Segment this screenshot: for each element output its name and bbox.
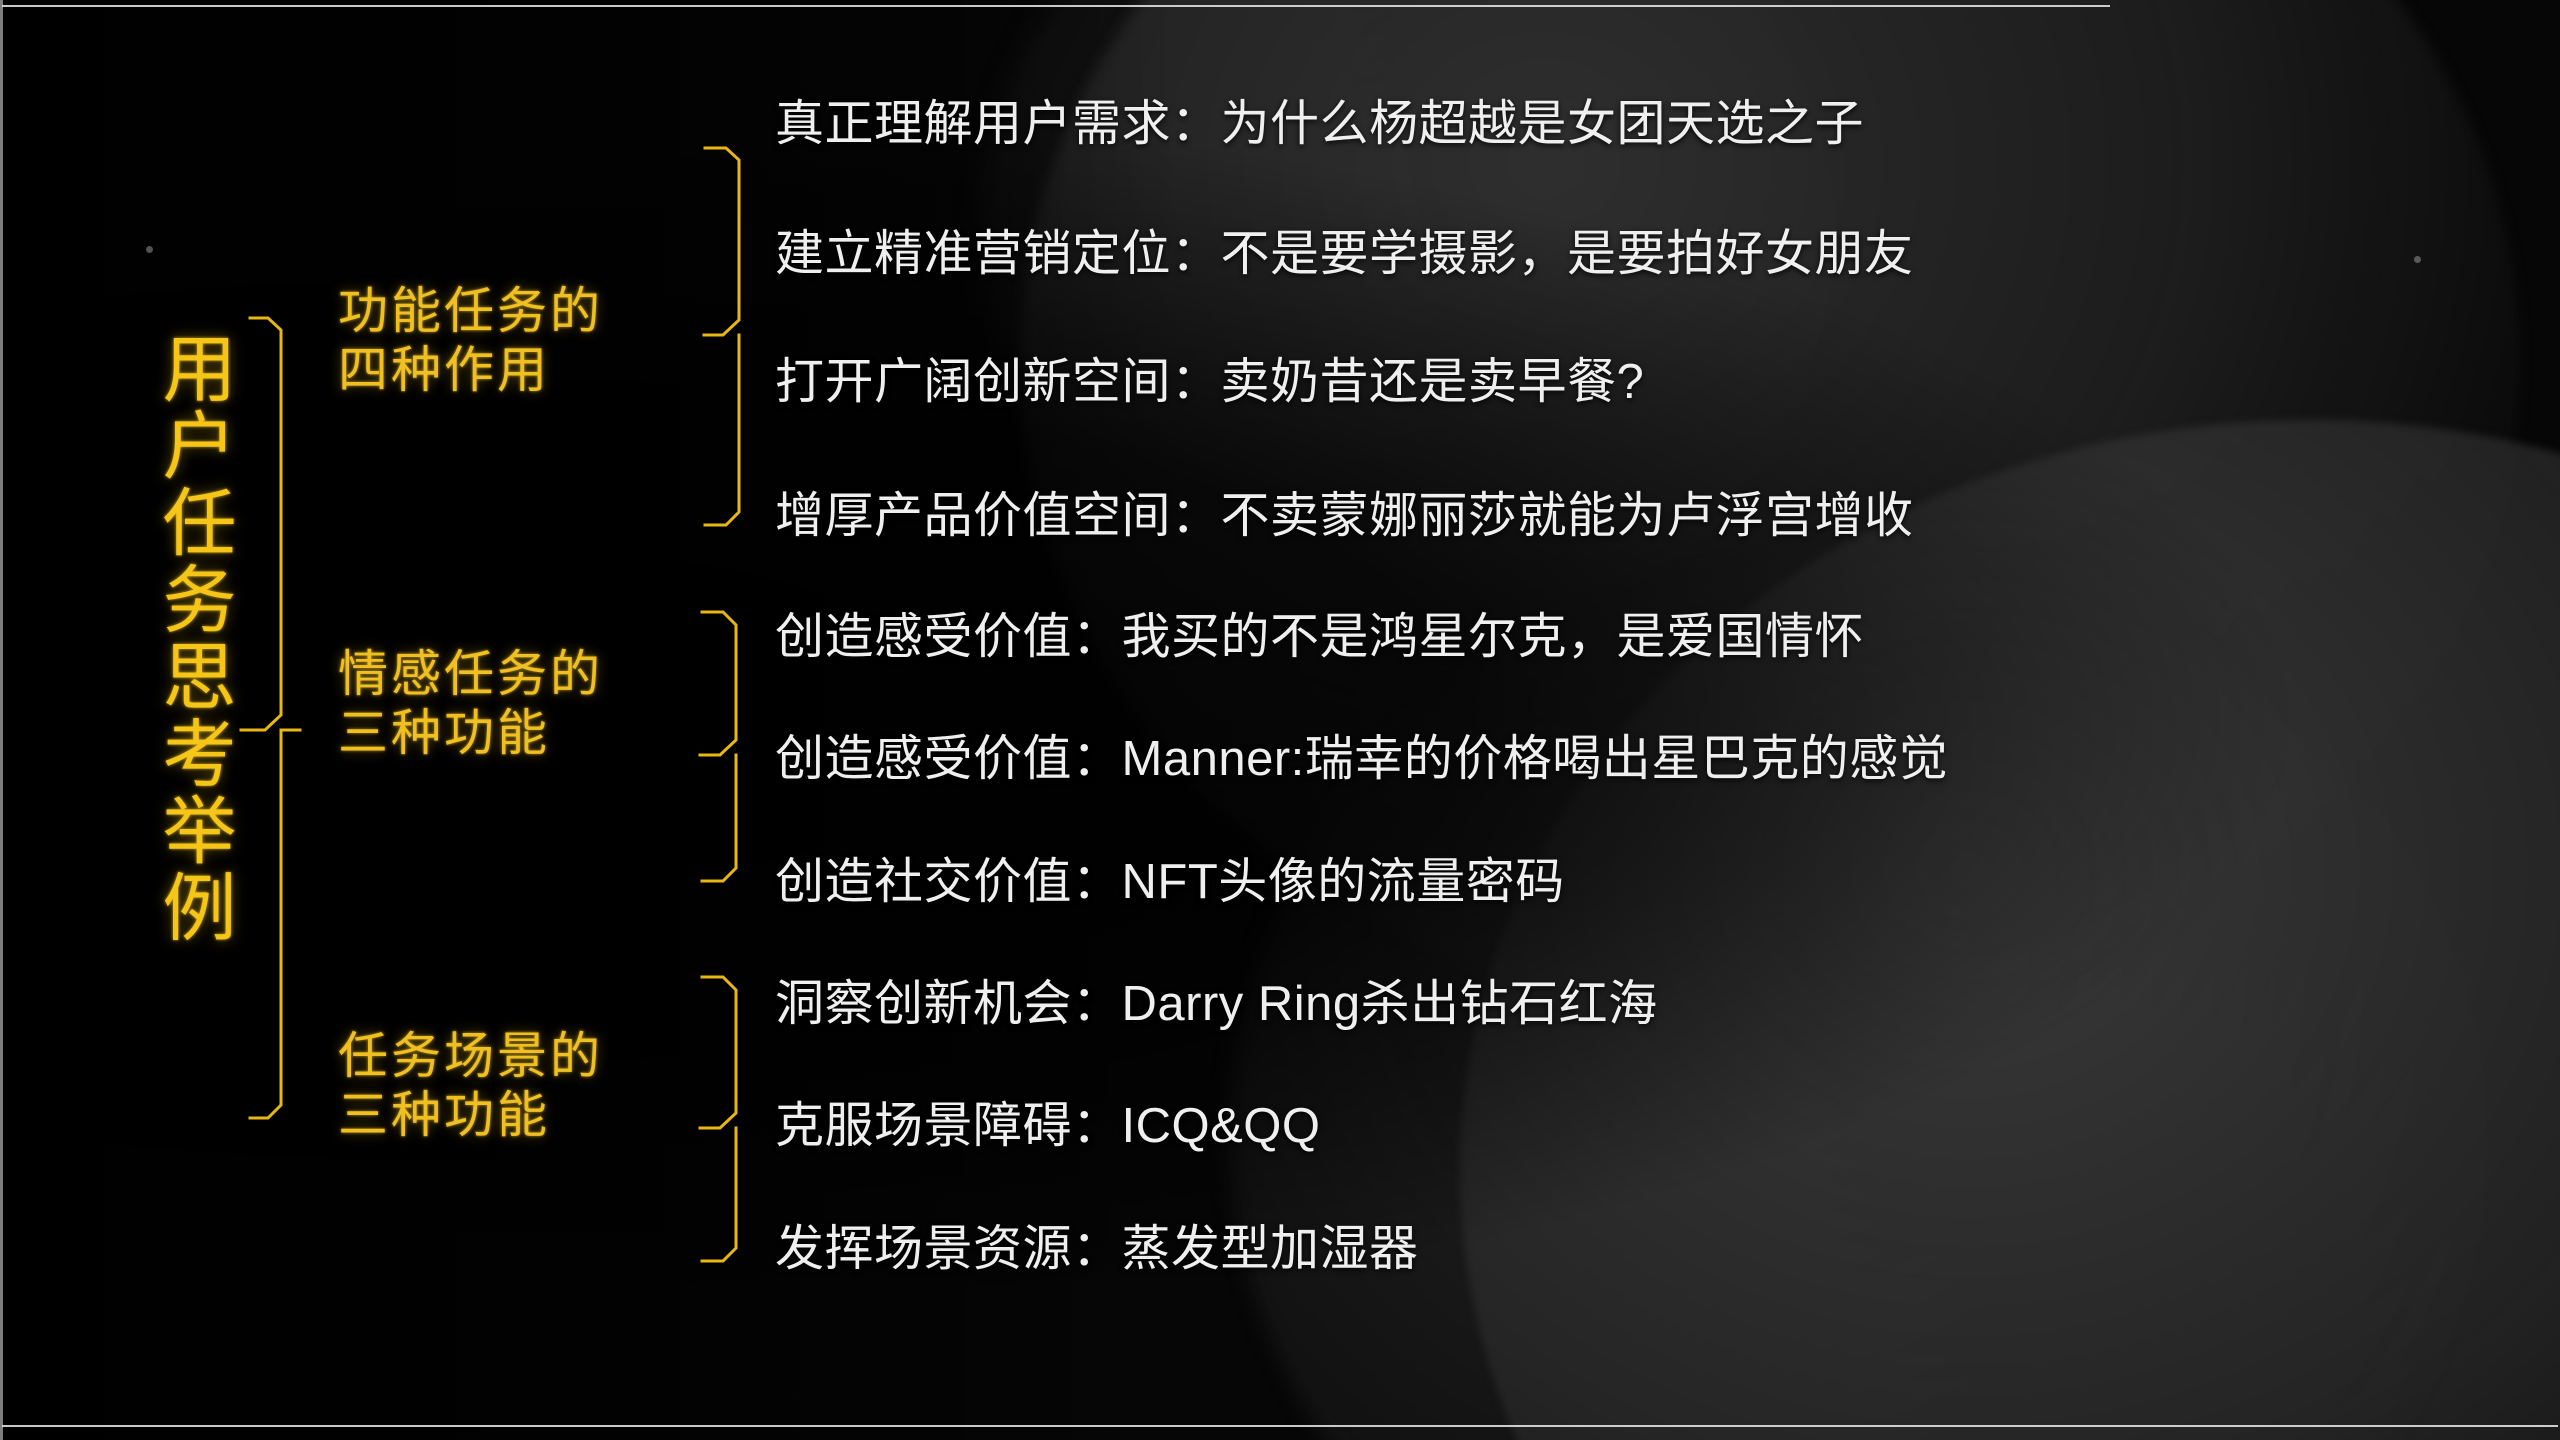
branch-1-bracket	[702, 146, 741, 337]
bottom-hairline	[2, 1425, 2558, 1427]
leaf-item: 增厚产品价值空间：不卖蒙娜丽莎就能为卢浮宫增收	[775, 489, 1914, 543]
branch-1-bracket-lower	[703, 348, 741, 527]
branch-2-bracket-lower	[700, 768, 738, 883]
branch-3-bracket-lower	[700, 1141, 738, 1263]
leaf-item: 打开广阔创新空间：卖奶昔还是卖早餐?	[775, 355, 1645, 409]
branch-label-line2: 四种作用	[338, 342, 550, 398]
leaf-item: 创造感受价值：我买的不是鸿星尔克，是爱国情怀	[775, 610, 1865, 664]
branch-label-functional: 功能任务的 四种作用	[338, 282, 603, 400]
trunk-bracket	[239, 316, 283, 732]
branch-label-line2: 三种功能	[338, 705, 550, 761]
leaf-item: 克服场景障碍：ICQ&QQ	[775, 1099, 1321, 1153]
decorative-speck-right	[2414, 256, 2421, 263]
decorative-speck-left	[146, 246, 153, 253]
trunk-bracket-bottom	[248, 743, 283, 1120]
root-title: 用户任务思考举例	[152, 330, 235, 946]
branch-label-line1: 情感任务的	[338, 646, 603, 702]
branch-label-line1: 功能任务的	[338, 283, 603, 339]
branch-label-line2: 三种功能	[338, 1087, 550, 1143]
leaf-item: 真正理解用户需求：为什么杨超越是女团天选之子	[775, 97, 1865, 151]
top-hairline	[2, 5, 2110, 7]
leaf-item: 建立精准营销定位：不是要学摄影，是要拍好女朋友	[775, 227, 1914, 281]
branch-2-bracket	[698, 610, 738, 757]
leaf-item: 洞察创新机会：Darry Ring杀出钻石红海	[775, 977, 1658, 1031]
leaf-item: 创造社交价值：NFT头像的流量密码	[775, 855, 1565, 909]
branch-label-emotional: 情感任务的 三种功能	[338, 645, 603, 763]
left-edge-rule	[0, 0, 3, 1440]
branch-3-bracket	[698, 975, 738, 1130]
leaf-item: 创造感受价值：Manner:瑞幸的价格喝出星巴克的感觉	[775, 732, 1949, 786]
leaf-item: 发挥场景资源：蒸发型加湿器	[775, 1222, 1419, 1276]
branch-label-scenario: 任务场景的 三种功能	[338, 1027, 603, 1145]
branch-label-line1: 任务场景的	[338, 1028, 603, 1084]
